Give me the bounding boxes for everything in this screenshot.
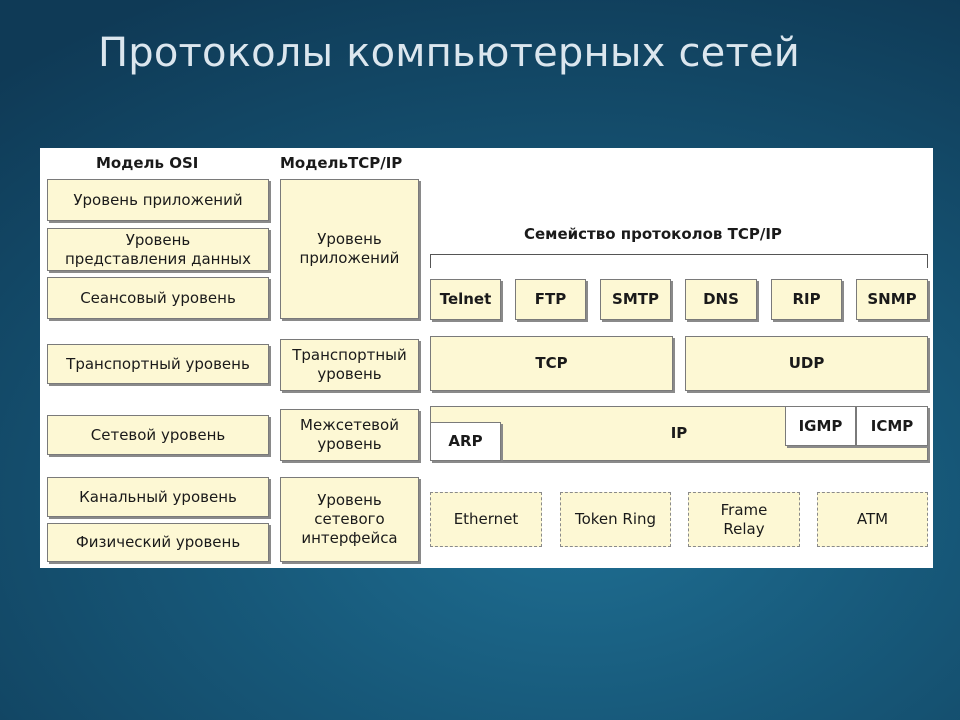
suite-header: Семейство протоколов TCP/IP (524, 225, 782, 243)
osi-layer-transport: Транспортный уровень (47, 344, 269, 384)
suite-bracket (430, 254, 928, 268)
protocol-dns: DNS (685, 279, 757, 320)
tcpip-header: МодельTCP/IP (280, 154, 403, 172)
osi-layer-application: Уровень приложений (47, 179, 269, 221)
protocol-arp: ARP (430, 422, 501, 461)
tcpip-layer-transport: Транспортный уровень (280, 339, 419, 391)
protocol-icmp: ICMP (856, 406, 928, 446)
protocol-tcp: TCP (430, 336, 673, 391)
protocol-snmp: SNMP (856, 279, 928, 320)
protocol-rip: RIP (771, 279, 842, 320)
osi-header: Модель OSI (96, 154, 199, 172)
network-frame-relay: Frame Relay (688, 492, 800, 547)
protocol-igmp: IGMP (785, 406, 856, 446)
network-token-ring: Token Ring (560, 492, 671, 547)
protocol-telnet: Telnet (430, 279, 501, 320)
osi-layer-presentation: Уровень представления данных (47, 228, 269, 271)
protocol-diagram: Модель OSI МодельTCP/IP Уровень приложен… (40, 148, 933, 568)
protocol-udp: UDP (685, 336, 928, 391)
tcpip-layer-internet: Межсетевой уровень (280, 409, 419, 461)
osi-layer-session: Сеансовый уровень (47, 277, 269, 319)
network-atm: ATM (817, 492, 928, 547)
osi-layer-datalink: Канальный уровень (47, 477, 269, 517)
network-ethernet: Ethernet (430, 492, 542, 547)
protocol-smtp: SMTP (600, 279, 671, 320)
tcpip-layer-application: Уровень приложений (280, 179, 419, 319)
osi-layer-physical: Физический уровень (47, 523, 269, 562)
protocol-ftp: FTP (515, 279, 586, 320)
tcpip-layer-network-interface: Уровень сетевого интерфейса (280, 477, 419, 562)
slide-title: Протоколы компьютерных сетей (98, 30, 800, 76)
osi-layer-network: Сетевой уровень (47, 415, 269, 455)
